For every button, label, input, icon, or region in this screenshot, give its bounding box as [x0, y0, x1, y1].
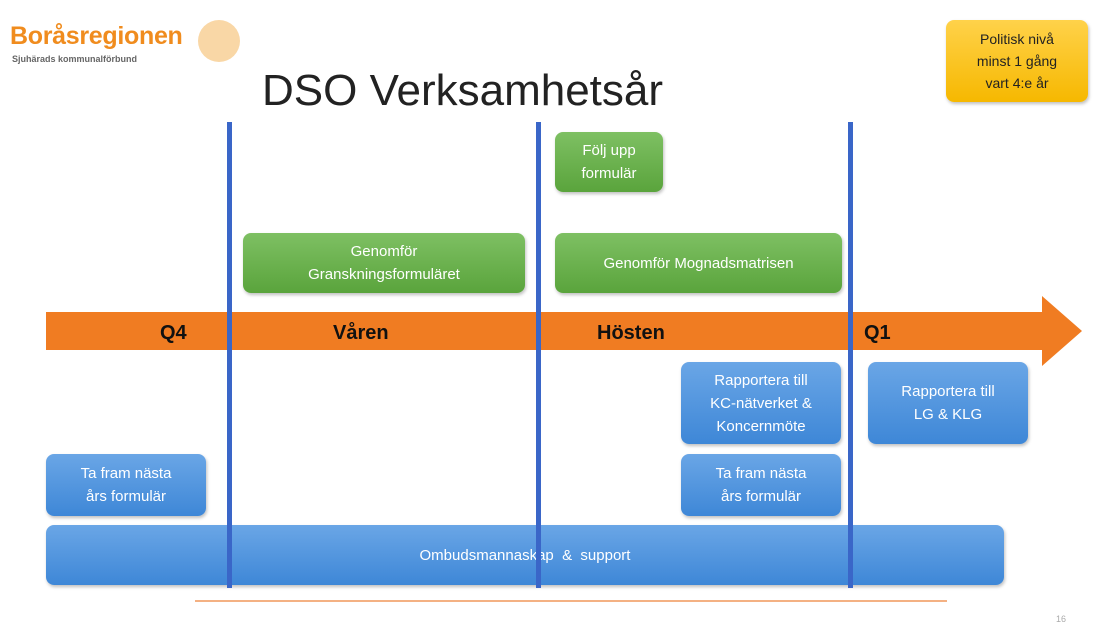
political-level-note: Politisk nivå minst 1 gång vart 4:e år [946, 20, 1088, 102]
logo-name: Boråsregionen [10, 22, 183, 50]
note-line: Politisk nivå [980, 31, 1054, 47]
box-line: Ombudsmannaskap & support [419, 546, 631, 564]
box-line: formulär [581, 165, 637, 182]
timeline-arrow-shape [46, 296, 1082, 366]
box-line: Genomför Mognadsmatrisen [603, 254, 794, 272]
ta-fram-hosten-box: Ta fram nästa års formulär [681, 454, 841, 516]
folj-upp-box: Följ upp formulär [555, 132, 663, 192]
box-line: års formulär [720, 488, 802, 505]
mognad-box: Genomför Mognadsmatrisen [555, 233, 842, 293]
box-line: Ta fram nästa [80, 465, 172, 482]
box-line: Rapportera till [714, 371, 808, 389]
box-line: LG & KLG [913, 406, 983, 423]
period-q1: Q1 [864, 322, 891, 344]
granskning-box: Genomför Granskningsformuläret [243, 233, 525, 293]
divider-line-hosten-q1 [848, 122, 853, 588]
period-hosten: Hösten [597, 322, 665, 344]
box-line: Granskningsformuläret [308, 266, 460, 283]
box-line: Genomför [350, 243, 418, 260]
ta-fram-q4-box: Ta fram nästa års formulär [46, 454, 206, 516]
page-title: DSO Verksamhetsår [262, 66, 664, 115]
footer-line [195, 600, 947, 602]
note-line: vart 4:e år [985, 75, 1049, 91]
ombud-support-box: Ombudsmannaskap & support [46, 525, 1004, 585]
period-varen: Våren [333, 322, 389, 344]
box-line: KC-nätverket & [710, 394, 812, 412]
period-q4: Q4 [160, 322, 187, 344]
box-line: Följ upp [582, 142, 636, 159]
rapportera-lg-box: Rapportera till LG & KLG [868, 362, 1028, 444]
logo-circle-icon [198, 20, 240, 62]
box-line: Ta fram nästa [715, 465, 807, 482]
box-line: Koncernmöte [716, 417, 806, 435]
logo-subtitle: Sjuhärads kommunalförbund [12, 54, 138, 64]
rapportera-kc-box: Rapportera till KC-nätverket & Koncernmö… [681, 362, 841, 444]
divider-line-q4-varen [227, 122, 232, 588]
divider-line-varen-hosten [536, 122, 541, 588]
page-number: 16 [1056, 614, 1067, 624]
box-line: Rapportera till [901, 383, 995, 400]
logo: Boråsregionen Sjuhärads kommunalförbund [8, 18, 248, 68]
box-line: års formulär [85, 488, 167, 505]
note-line: minst 1 gång [976, 53, 1058, 69]
